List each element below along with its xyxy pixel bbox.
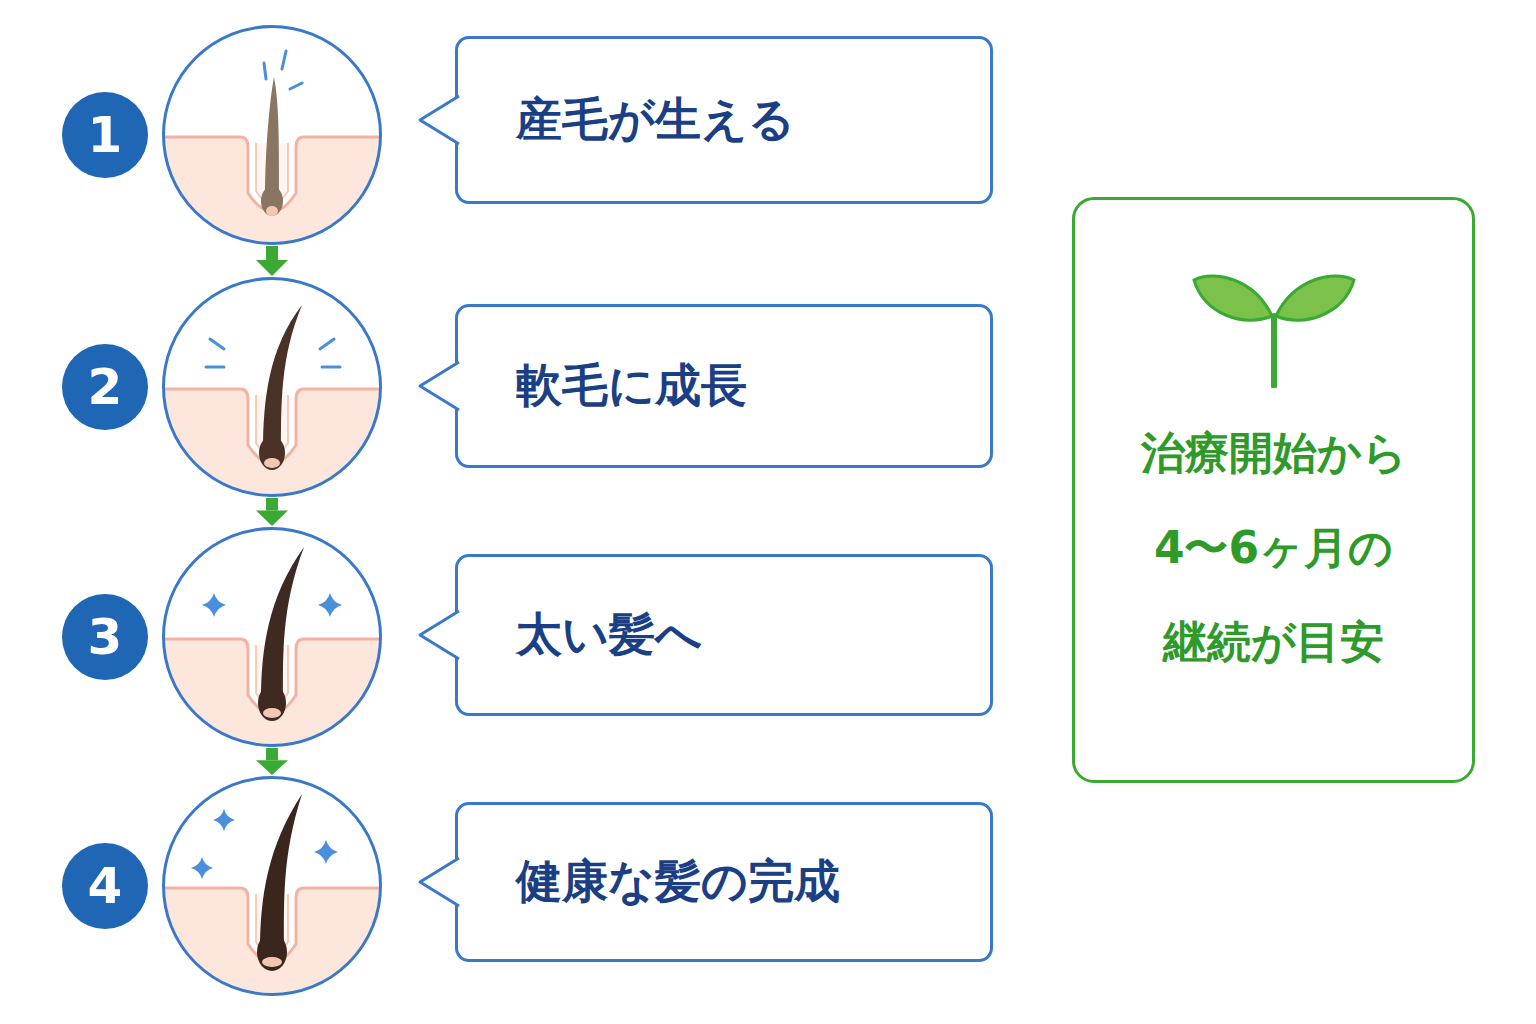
- note-text: 治療開始から 4〜6ヶ月の 継続が目安: [1119, 406, 1429, 690]
- bubble-pointer: [414, 360, 462, 412]
- step-label: 軟毛に成長: [516, 355, 747, 417]
- callout-number: 3: [62, 594, 148, 680]
- hair-illustration: [162, 776, 382, 996]
- speech-bubble: 軟毛に成長: [455, 304, 993, 468]
- callout-number: 1: [62, 92, 148, 178]
- flow-arrow: [256, 498, 288, 526]
- callout-number: 4: [62, 843, 148, 929]
- bubble-pointer: [414, 94, 462, 146]
- flow-arrow: [256, 246, 288, 276]
- step-circle: 4: [162, 776, 382, 996]
- bubble-pointer: [414, 609, 462, 661]
- step-label: 太い髪へ: [516, 604, 702, 666]
- bubble-pointer: [414, 856, 462, 908]
- callout-number: 2: [62, 344, 148, 430]
- flow-arrow: [256, 748, 288, 775]
- hair-illustration: [162, 277, 382, 497]
- sprout-icon: [1184, 258, 1364, 388]
- speech-bubble: 太い髪へ: [455, 554, 993, 716]
- hair-illustration: [162, 527, 382, 747]
- step-circle: 2: [162, 277, 382, 497]
- step-label: 健康な髪の完成: [516, 851, 840, 913]
- speech-bubble: 産毛が生える: [455, 36, 993, 204]
- step-circle: 3: [162, 527, 382, 747]
- step-circle: 1: [162, 25, 382, 245]
- step-label: 産毛が生える: [516, 89, 795, 151]
- hair-illustration: [162, 25, 382, 245]
- speech-bubble: 健康な髪の完成: [455, 802, 993, 962]
- note-box: 治療開始から 4〜6ヶ月の 継続が目安: [1072, 197, 1475, 783]
